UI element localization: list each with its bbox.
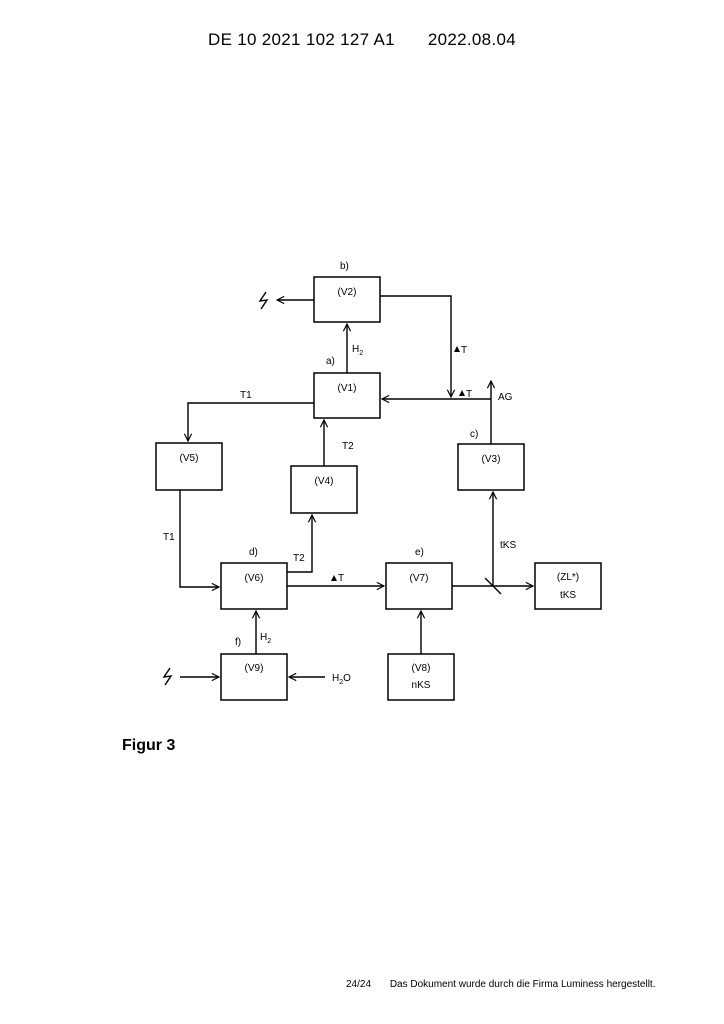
box-v6 — [221, 563, 287, 609]
flow-label-ag: AG — [498, 392, 513, 403]
page-number: 24/24 — [346, 979, 371, 990]
box-v5 — [156, 443, 222, 490]
flow-label-h2-v1-v2: H2 — [352, 344, 363, 357]
delta-icon — [459, 390, 465, 396]
box-v5-label: (V5) — [180, 453, 199, 464]
box-v6-label: (V6) — [245, 573, 264, 584]
box-v7 — [386, 563, 452, 609]
arrow-v2-heat-down — [380, 296, 451, 397]
flow-label-dt-v3: T — [466, 389, 472, 400]
flow-label-dt-v2: T — [461, 345, 467, 356]
step-label-a: a) — [326, 356, 335, 367]
box-v3-label: (V3) — [482, 454, 501, 465]
lightning-bolt-icon — [260, 292, 267, 309]
arrow-v5-to-v6 — [180, 490, 219, 587]
box-v8 — [388, 654, 454, 700]
box-v1-label: (V1) — [338, 383, 357, 394]
step-label-d: d) — [249, 547, 258, 558]
flow-label-t1-left: T1 — [163, 532, 175, 543]
arrow-v1-to-v5 — [188, 403, 314, 441]
box-v8-sublabel: nKS — [412, 680, 431, 691]
box-v9 — [221, 654, 287, 700]
lightning-bolt-icon — [164, 668, 171, 685]
flow-label-h2o: H2O — [332, 673, 351, 686]
box-v2-label: (V2) — [338, 287, 357, 298]
step-label-e: e) — [415, 547, 424, 558]
delta-icon — [331, 575, 337, 581]
flow-label-t2-v6: T2 — [293, 553, 305, 564]
flow-label-t1-top: T1 — [240, 390, 252, 401]
footer-note: Das Dokument wurde durch die Firma Lumin… — [390, 979, 656, 990]
box-v4-label: (V4) — [315, 476, 334, 487]
step-label-c: c) — [470, 429, 478, 440]
box-v4 — [291, 466, 357, 513]
box-zl — [535, 563, 601, 609]
box-v2 — [314, 277, 380, 322]
step-label-f: f) — [235, 637, 241, 648]
delta-icon — [454, 346, 460, 352]
box-zl-label: (ZL*) — [557, 572, 579, 583]
box-zl-sublabel: tKS — [560, 590, 576, 601]
box-v9-label: (V9) — [245, 663, 264, 674]
box-v3 — [458, 444, 524, 490]
box-v7-label: (V7) — [410, 573, 429, 584]
flow-label-dt-v6-v7: T — [338, 573, 344, 584]
figure-label: Figur 3 — [122, 737, 175, 755]
flow-label-tks: tKS — [500, 540, 516, 551]
flow-label-h2-v9-v6: H2 — [260, 632, 271, 645]
step-label-b: b) — [340, 261, 349, 272]
page-footer: 24/24 Das Dokument wurde durch die Firma… — [346, 979, 655, 990]
flow-label-t2-v4: T2 — [342, 441, 354, 452]
box-v1 — [314, 373, 380, 418]
box-v8-label: (V8) — [412, 663, 431, 674]
